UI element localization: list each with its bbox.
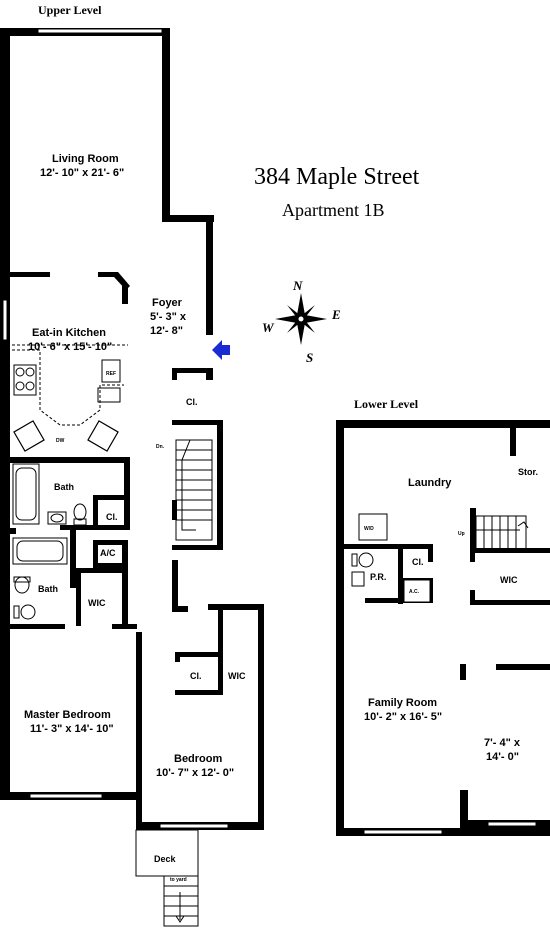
closet-bedroom: Cl. [190, 671, 202, 681]
storage-label: Stor. [518, 467, 538, 477]
powder-room-label: P.R. [370, 572, 386, 582]
foyer-dim1: 5'- 3" x [150, 311, 187, 323]
upper-level-label: Upper Level [38, 3, 102, 17]
family-room-name: Family Room [368, 697, 437, 709]
washer-dryer-label: W/D [364, 526, 374, 532]
up-label: Up [458, 531, 465, 537]
living-room-dim: 12'- 10" x 21'- 6" [40, 167, 124, 179]
lower-wic-label: WIC [500, 575, 518, 585]
kitchen-counters [12, 344, 128, 426]
compass-n: N [292, 278, 303, 293]
apartment-subtitle: Apartment 1B [282, 200, 384, 220]
deck [135, 829, 199, 927]
stairs-icon [175, 439, 213, 541]
lower-toilet-icon [351, 552, 431, 603]
master-bedroom-dim: 11'- 3" x 14'- 10" [30, 723, 114, 735]
foyer-dim2: 12'- 8" [150, 325, 183, 337]
stove-icon [15, 367, 35, 391]
compass-w: W [262, 320, 275, 335]
closet-foyer: Cl. [186, 397, 198, 407]
foyer-name: Foyer [152, 297, 183, 309]
bathtub-icon [12, 463, 68, 565]
bath2-label: Bath [38, 584, 58, 594]
compass-rose-icon [275, 293, 327, 345]
toilet-icon [13, 503, 87, 620]
lower-ac-label: A.C. [409, 589, 420, 595]
kitchen-name: Eat-in Kitchen [32, 327, 106, 339]
stairs-dn: Dn. [156, 444, 165, 450]
lower-room-dim2: 14'- 0" [486, 751, 519, 763]
washer-dryer-icon [358, 513, 388, 541]
to-yard-label: to yard [170, 877, 187, 883]
deck-label: Deck [154, 854, 177, 864]
master-bedroom-name: Master Bedroom [24, 709, 111, 721]
lower-room-dim1: 7'- 4" x [484, 737, 521, 749]
compass-s: S [306, 350, 313, 365]
lower-windows [363, 821, 537, 835]
kitchen-dim: 10'- 6" x 15'- 10" [28, 341, 112, 353]
lower-level-label: Lower Level [354, 397, 419, 411]
ac-label: A/C [100, 548, 116, 558]
compass-e: E [331, 307, 341, 322]
lower-closet-label: Cl. [412, 557, 424, 567]
family-room-dim: 10'- 2" x 16'- 5" [364, 711, 442, 723]
upper-windows [2, 28, 229, 829]
bedroom-name: Bedroom [174, 753, 223, 765]
wic2-label: WIC [228, 671, 246, 681]
entry-arrow-icon [212, 340, 230, 360]
laundry-label: Laundry [408, 477, 452, 489]
lower-stairs-icon [475, 515, 529, 553]
closet-bath: Cl. [106, 512, 118, 522]
sink-icon [13, 420, 119, 452]
address-title: 384 Maple Street [254, 164, 420, 190]
bedroom-dim: 10'- 7" x 12'- 0" [156, 767, 234, 779]
living-room-name: Living Room [52, 153, 119, 165]
wic1-label: WIC [88, 598, 106, 608]
dishwasher-label: DW [56, 438, 65, 444]
bath1-label: Bath [54, 482, 74, 492]
fridge-label: REF [106, 371, 116, 377]
